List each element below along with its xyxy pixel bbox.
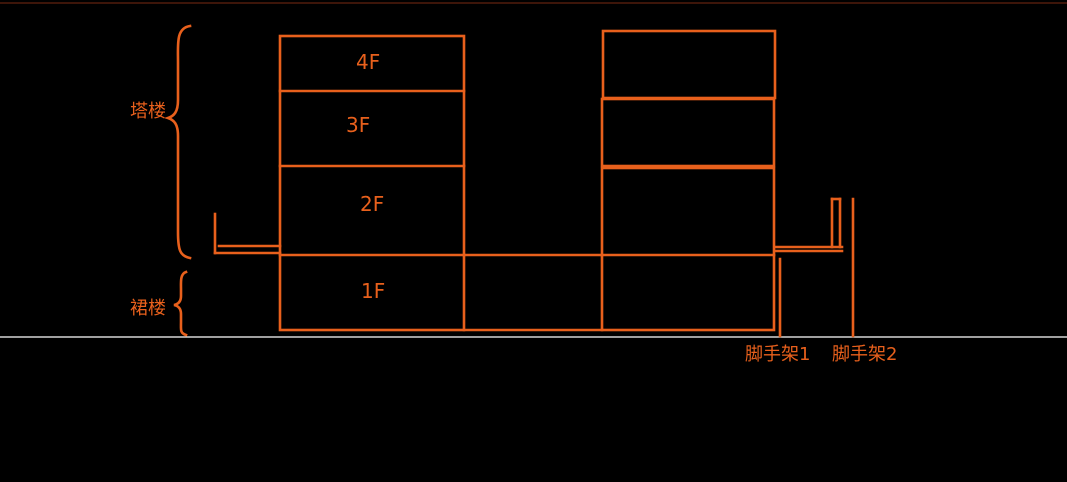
left-cantilever: [213, 212, 282, 255]
floor-label-2f: 2F: [360, 192, 384, 216]
left-tower: [278, 34, 466, 332]
floor-label-1f: 1F: [361, 279, 385, 303]
floor-label-4f: 4F: [356, 50, 380, 74]
right-cantilever: [773, 197, 844, 253]
podium-brace: [173, 270, 188, 337]
scaffold-1-label: 脚手架1: [745, 344, 810, 365]
podium-connector: [462, 253, 604, 332]
floor-label-3f: 3F: [346, 113, 370, 137]
right-tower: [600, 29, 777, 332]
podium-label: 裙楼: [130, 298, 166, 319]
tower-brace: [163, 24, 192, 260]
tower-label: 塔楼: [130, 101, 166, 122]
scaffold-2-label: 脚手架2: [832, 344, 897, 365]
